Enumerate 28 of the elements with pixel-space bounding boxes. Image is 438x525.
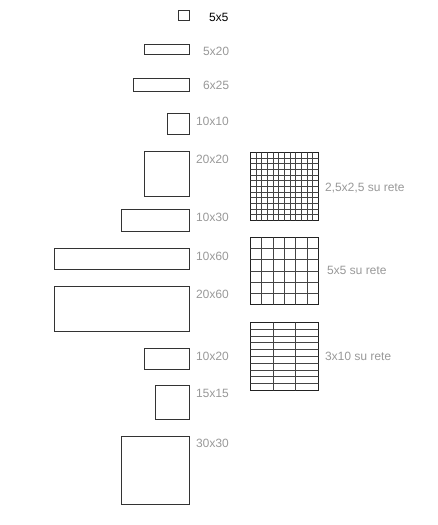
size-label: 6x25 xyxy=(203,78,230,92)
size-label: 20x20 xyxy=(196,152,229,166)
rectangle xyxy=(144,44,190,55)
rectangle xyxy=(54,248,190,270)
rectangle xyxy=(178,10,190,21)
size-label: 10x30 xyxy=(196,210,229,224)
rectangle xyxy=(121,209,190,232)
size-label: 10x20 xyxy=(196,349,229,363)
grid-square xyxy=(250,237,319,305)
size-label: 10x10 xyxy=(196,114,229,128)
size-label: 20x60 xyxy=(196,287,229,301)
rectangle xyxy=(121,436,190,505)
size-label: 5x5 su rete xyxy=(327,263,386,277)
grid-square xyxy=(250,322,319,391)
size-label: 5x5 xyxy=(209,10,228,24)
size-label: 5x20 xyxy=(203,44,230,58)
size-label: 15x15 xyxy=(196,386,229,400)
grid-square xyxy=(250,152,319,221)
rectangle xyxy=(133,78,190,92)
size-label: 30x30 xyxy=(196,436,229,450)
rectangle xyxy=(155,385,190,420)
rectangle xyxy=(167,113,190,135)
size-label: 3x10 su rete xyxy=(325,349,392,363)
rectangle xyxy=(54,286,190,332)
rectangle xyxy=(144,151,190,197)
size-label: 2,5x2,5 su rete xyxy=(325,180,404,194)
size-label: 10x60 xyxy=(196,249,229,263)
rectangle xyxy=(144,348,190,370)
